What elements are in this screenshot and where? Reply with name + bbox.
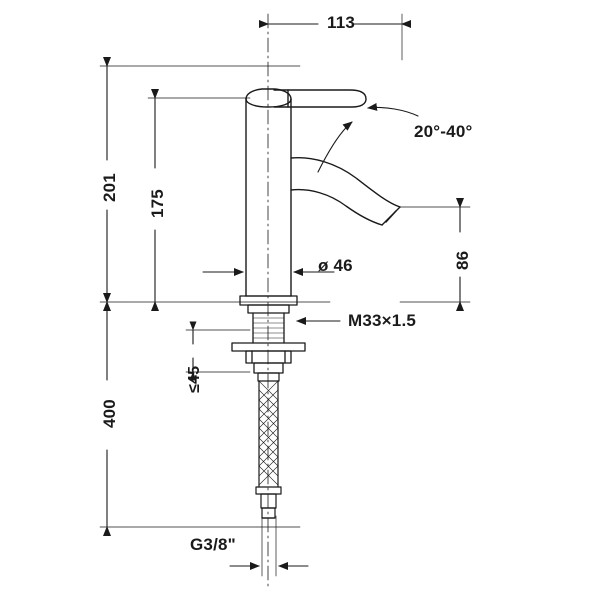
label-max-45: ≤45 — [186, 365, 203, 393]
label-175: 175 — [148, 189, 167, 218]
supply-hose — [255, 372, 282, 519]
label-thread-m33: M33×1.5 — [348, 311, 417, 330]
label-400: 400 — [100, 399, 119, 428]
label-86: 86 — [453, 250, 472, 270]
faucet-base-hardware — [231, 295, 306, 374]
label-swivel-angle: 20°-40° — [414, 122, 473, 141]
label-201: 201 — [100, 173, 119, 202]
label-thread-g38: G3/8" — [190, 535, 236, 554]
label-diameter-46: ø 46 — [318, 256, 353, 275]
leader-swivel-angle — [317, 102, 419, 173]
label-113: 113 — [327, 13, 356, 32]
faucet-outline — [245, 88, 401, 297]
